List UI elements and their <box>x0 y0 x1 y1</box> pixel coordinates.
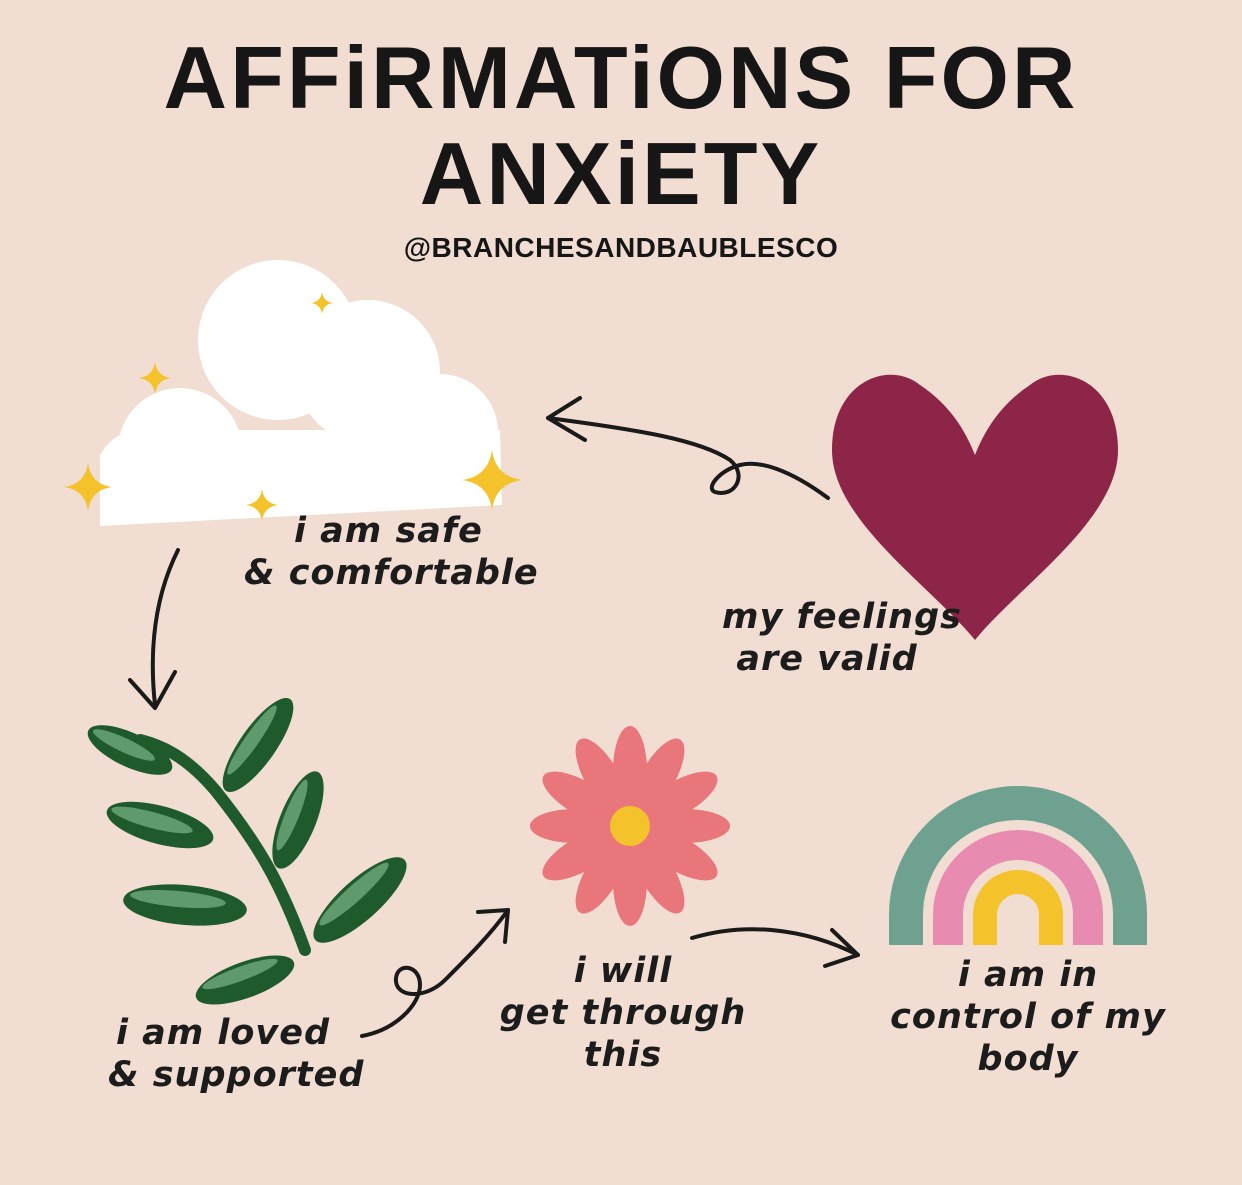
leaf-branch-icon <box>87 697 407 1005</box>
affirmation-line: i am safe <box>294 511 483 551</box>
flower-icon <box>530 726 730 926</box>
affirmation-line: my feelings <box>722 597 962 637</box>
title-line-2: ANXiETY <box>419 124 823 223</box>
affirmation-line: & supported <box>108 1055 365 1095</box>
arrow-icon <box>546 396 830 500</box>
affirmation-line: & comfortable <box>244 553 539 593</box>
affirmation-feelings-valid: my feelings are valid <box>722 596 962 680</box>
affirmation-line: i am in <box>957 955 1099 995</box>
page-title: AFFiRMATiONS FOR ANXiETY <box>0 30 1242 222</box>
author-handle: @BRANCHESANDBAUBLESCO <box>403 232 839 263</box>
affirmation-line: body <box>977 1039 1079 1079</box>
affirmation-safe: i am safe & comfortable <box>244 510 539 594</box>
title-line-1: AFFiRMATiONS FOR <box>163 28 1079 127</box>
affirmation-line: this <box>583 1035 663 1075</box>
arrow-icon <box>360 908 510 1038</box>
affirmation-loved-supported: i am loved & supported <box>108 1012 365 1096</box>
affirmation-in-control: i am in control of my body <box>888 954 1168 1080</box>
affirmation-get-through: i will get through this <box>498 950 748 1076</box>
cloud-icon <box>100 260 502 526</box>
rainbow-icon <box>889 786 1147 945</box>
heart-icon <box>832 374 1118 640</box>
arrow-icon <box>690 927 860 968</box>
affirmation-line: i will <box>573 951 673 991</box>
affirmation-line: are valid <box>736 639 918 679</box>
affirmation-line: get through <box>499 993 747 1033</box>
arrow-icon <box>128 548 180 710</box>
affirmation-line: control of my <box>890 997 1166 1037</box>
affirmation-line: i am loved <box>115 1013 331 1053</box>
